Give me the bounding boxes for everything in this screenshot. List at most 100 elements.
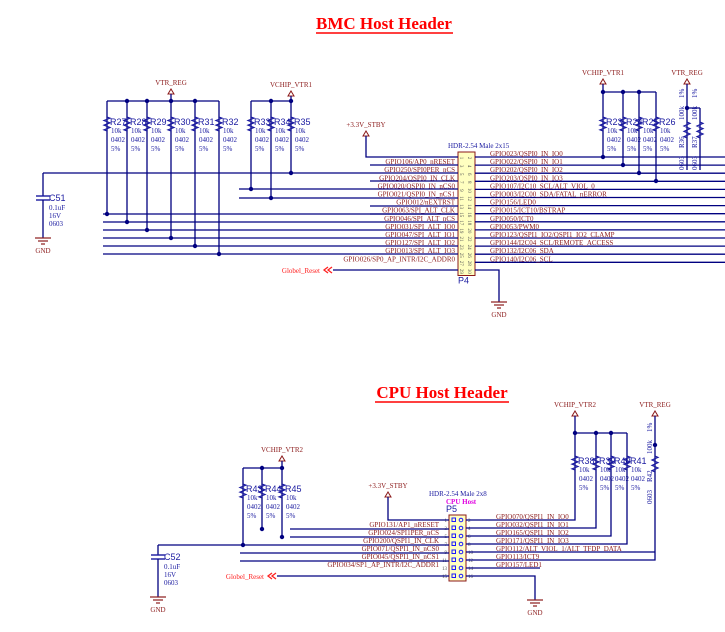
bmc-res-r24-ref: R24 [626, 117, 643, 127]
bmc-res-r24-tolerance: 5% [627, 145, 637, 153]
cpu-stby-label: +3.3V_STBY [368, 482, 407, 490]
cpu-res-r43-value: 10k [247, 494, 258, 502]
bmc-res-r37-tolerance: 1% [691, 89, 699, 99]
cpu-res-r41-tolerance: 5% [631, 484, 641, 492]
bmc-res-r28-package: 0402 [131, 136, 146, 144]
cpu-right-signal: GPIO157/LED1 [496, 561, 542, 569]
pin-pad-icon [451, 533, 456, 538]
pin-pad-icon [458, 549, 464, 555]
pin-number: 13 [458, 204, 463, 210]
bmc-res-r25-value: 10k [643, 127, 654, 135]
cpu-vchip-vtr2-left-arrow-icon [278, 455, 286, 462]
bmc-res-r31-tolerance: 5% [199, 145, 209, 153]
bmc-vtr-reg-right-arrow-icon [683, 78, 691, 85]
bmc-res-r27-tolerance: 5% [111, 145, 121, 153]
bmc-stby-wire [365, 136, 458, 158]
bmc-res-r34-package: 0402 [275, 136, 290, 144]
pin-number: 2 [468, 519, 471, 524]
pin-number: 20 [466, 228, 471, 234]
resistor-symbol-icon [122, 116, 132, 132]
cpu-res-r45-ref: R45 [285, 484, 302, 494]
pin-pad-icon [458, 541, 464, 547]
bmc-res-r29-ref: R29 [150, 117, 167, 127]
cpu-res-r42-value: 100k [646, 440, 654, 455]
bmc-res-r28-tolerance: 5% [131, 145, 141, 153]
bmc-res-r36-tolerance: 1% [678, 89, 686, 99]
cpu-res-r43-package: 0402 [247, 503, 262, 511]
resistor-symbol-icon [618, 116, 628, 132]
bmc-res-r34-value: 10k [275, 127, 286, 135]
pin-pad-icon [451, 557, 456, 562]
bmc-res-r32-tolerance: 5% [223, 145, 233, 153]
bmc-left-signal: GPIO106/AP0_nRESET [385, 158, 455, 166]
cpu-res-r40-ref: R40 [614, 456, 631, 466]
bmc-res-r36-value: 100k [678, 106, 686, 121]
bmc-right-signal: GPIO132/I2C06_SDA [490, 247, 554, 255]
cpu-right-signal-wire [466, 433, 576, 521]
bmc-left-signal: GPIO047/SPI_ALT_IO1 [385, 231, 455, 239]
bmc-left-signal: GPIO063/SPI_ALT_CLK [382, 207, 455, 215]
cpu-res-r45-value: 10k [286, 494, 297, 502]
pin-number: 17 [458, 220, 463, 226]
bmc-res-r34-ref: R34 [274, 117, 291, 127]
resistor-symbol-icon [214, 116, 224, 132]
bmc-reset-net-arrow-icon [322, 266, 333, 274]
bmc-left-signal: GPIO020/QSPI0_IN_nCS0 [378, 182, 456, 190]
bmc-right-signal: GPIO050/ICT0 [490, 215, 534, 223]
pin-number: 15 [458, 212, 463, 218]
bmc-res-r26-ref: R26 [659, 117, 676, 127]
bmc-res-r27-ref: R27 [110, 117, 127, 127]
cpu-vtr-reg-label: VTR_REG [639, 401, 671, 409]
pin-number: 26 [466, 253, 471, 259]
junction-dot [652, 442, 658, 448]
bmc-res-r30-value: 10k [175, 127, 186, 135]
cpu-res-r39-tolerance: 5% [600, 484, 610, 492]
bmc-res-r35-value: 10k [295, 127, 306, 135]
bmc-cap-c51-ref: C51 [49, 193, 66, 203]
bmc-res-r23-package: 0402 [607, 136, 622, 144]
bmc-res-r33-tolerance: 5% [255, 145, 265, 153]
bmc-right-signal: GPIO156/LED0 [490, 199, 536, 207]
bmc-right-signal: GPIO003/I2C00_SDA/FATAL_nERROR [490, 191, 607, 199]
resistor-symbol-icon [257, 483, 267, 499]
bmc-cap-c51-gnd-label: GND [35, 247, 50, 255]
bmc-gnd-wire [475, 269, 500, 302]
cpu-cap-c52-value: 0.1uF [164, 563, 180, 571]
bmc-res-r35-tolerance: 5% [295, 145, 305, 153]
cpu-reset-net-arrow-icon [266, 572, 277, 580]
pin-pad-icon [458, 565, 464, 571]
pin-number: 14 [466, 204, 471, 210]
junction-dot [259, 526, 265, 532]
pin-number: 7 [458, 181, 463, 184]
bmc-gnd-label: GND [491, 311, 506, 319]
pin-number: 6 [468, 535, 471, 540]
cpu-header-part: HDR-2.54 Male 2x8 [429, 490, 487, 498]
cpu-left-signal: GPIO131/AP1_nRESET [369, 521, 439, 529]
bmc-res-r27-value: 10k [111, 127, 122, 135]
pin-number: 14 [468, 567, 474, 572]
pin-number: 10 [468, 551, 474, 556]
bmc-res-r33-package: 0402 [255, 136, 270, 144]
resistor-symbol-icon [238, 483, 248, 499]
bmc-res-r32-package: 0402 [223, 136, 238, 144]
resistor-symbol-icon [570, 455, 580, 471]
cpu-res-r43-tolerance: 5% [247, 512, 257, 520]
bmc-header-part: HDR-2.54 Male 2x15 [448, 142, 510, 150]
cpu-res-r44-ref: R44 [265, 484, 282, 494]
pin-number: 27 [458, 261, 463, 267]
bmc-res-r33-value: 10k [255, 127, 266, 135]
pin-number: 3 [458, 165, 463, 168]
pin-number: 25 [458, 253, 463, 259]
bmc-res-r30-ref: R30 [174, 117, 191, 127]
pin-number: 29 [458, 269, 463, 275]
resistor-symbol-icon [598, 116, 608, 132]
pin-number: 8 [468, 543, 471, 548]
bmc-right-signal: GPIO202/QSPI0_IN_IO2 [490, 166, 563, 174]
cpu-right-signal: GPIO070/QSPI1_IN_IO0 [496, 513, 569, 521]
resistor-symbol-icon [651, 116, 661, 132]
junction-dot [636, 170, 642, 176]
junction-dot [600, 154, 606, 160]
bmc-res-r32-ref: R32 [222, 117, 239, 127]
pin-number: 18 [466, 220, 471, 226]
pin-pad-icon [451, 525, 456, 530]
